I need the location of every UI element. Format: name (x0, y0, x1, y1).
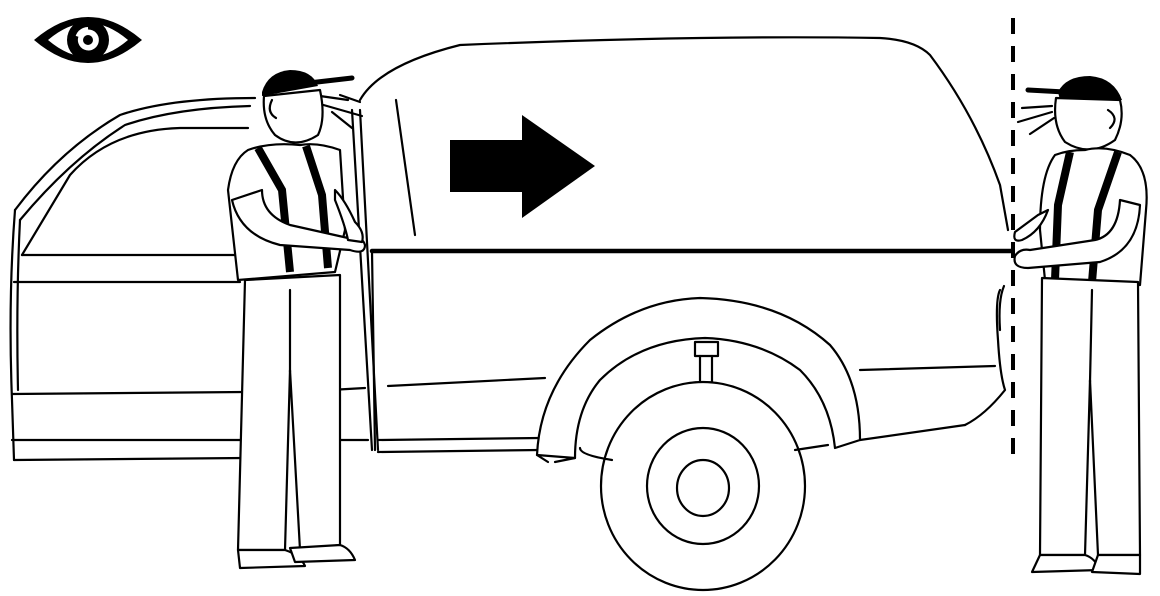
eye-icon (34, 17, 142, 63)
direction-arrow-icon (450, 115, 595, 218)
right-worker (1014, 76, 1146, 574)
rear-wheel (580, 382, 828, 590)
left-worker (228, 70, 365, 568)
pickup-truck (11, 37, 1012, 590)
